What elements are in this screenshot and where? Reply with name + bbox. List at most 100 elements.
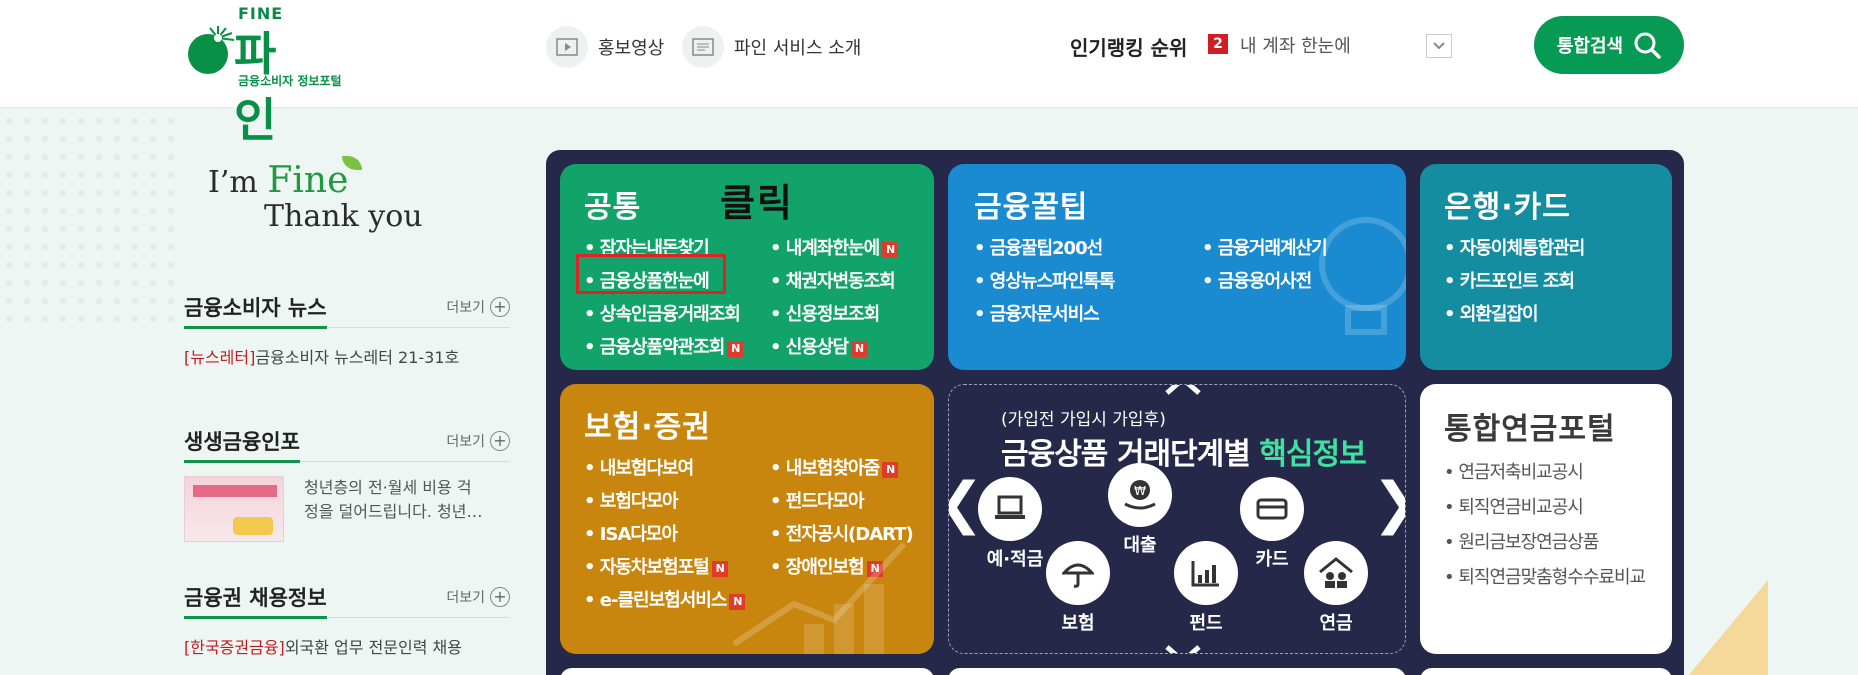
link-dormant-money[interactable]: • 잠자는내돈찾기 [584, 238, 710, 259]
svg-text:₩: ₩ [1134, 484, 1146, 498]
link-inheritance-inquiry[interactable]: • 상속인금융거래조회 [584, 304, 741, 325]
link-pension-savings[interactable]: • 연금저축비교공시 [1444, 462, 1584, 483]
link-retirement-pension[interactable]: • 퇴직연금비교공시 [1444, 497, 1584, 518]
jobs-text: 외국환 업무 전문인력 채용 [284, 638, 462, 657]
news-text: 금융소비자 뉴스레터 21-31호 [255, 348, 460, 367]
link-card-points[interactable]: • 카드포인트 조회 [1444, 271, 1575, 292]
lightbulb-icon [1319, 217, 1406, 335]
link-fund-compare[interactable]: • 펀드다모아 [770, 491, 865, 512]
jobs-title: 금융권 채용정보 [184, 582, 327, 619]
next-row-card [560, 668, 934, 675]
jobs-more-button[interactable]: 더보기 + [446, 587, 510, 607]
consumer-news-section: 금융소비자 뉴스 더보기+ [뉴스레터]금융소비자 뉴스레터 21-31호 [184, 288, 510, 368]
link-guaranteed-products[interactable]: • 원리금보장연금상품 [1444, 532, 1599, 553]
play-icon [546, 26, 588, 68]
ranking-title: 인기랭킹 순위 [1070, 36, 1188, 60]
bar-chart-icon [1174, 541, 1238, 605]
step-loan[interactable]: ₩ 대출 [1095, 463, 1185, 557]
new-badge: N [711, 561, 728, 577]
link-glossary[interactable]: • 금융용어사전 [1202, 271, 1312, 292]
plus-icon: + [490, 587, 510, 607]
credit-card-icon [1240, 477, 1304, 541]
plus-icon: + [490, 297, 510, 317]
news-tag: [뉴스레터] [184, 348, 256, 367]
step-insurance-label: 보험 [1061, 613, 1095, 634]
ranking-number-badge: 2 [1208, 34, 1228, 54]
link-creditor-change[interactable]: • 채권자변동조회 [770, 271, 896, 292]
leaf-icon [342, 156, 362, 170]
logo-main-text: 파 인 [234, 27, 287, 147]
card-transaction-stages: (가입전 가입시 가입후) 금융상품 거래단계별 핵심정보 ❮ ❯ 예·적금 ₩… [948, 384, 1406, 654]
link-my-insurance[interactable]: • 내보험다보여 [584, 458, 694, 479]
step-card[interactable]: 카드 [1227, 477, 1317, 571]
link-custom-fee-compare[interactable]: • 퇴직연금맞춤형수수료비교 [1444, 567, 1646, 588]
nav-promo-video[interactable]: 홍보영상 [546, 26, 664, 68]
more-label: 더보기 [446, 300, 485, 316]
new-badge: N [729, 594, 746, 610]
card-tips-title: 금융꿀팁 [974, 190, 1089, 225]
document-icon [682, 26, 724, 68]
chevron-down-icon [1433, 42, 1445, 50]
link-credit-info[interactable]: • 신용정보조회 [770, 304, 880, 325]
consumer-news-more-button[interactable]: 더보기 + [446, 297, 510, 317]
next-row-card [1420, 668, 1672, 675]
new-badge: N [882, 242, 899, 258]
step-insurance[interactable]: 보험 [1033, 541, 1123, 635]
house-people-icon [1304, 541, 1368, 605]
link-calculator[interactable]: • 금융거래계산기 [1202, 238, 1328, 259]
site-header: FINE 파 인 금융소비자 정보포털 홍보영상 파인 서비스 소개 인기랭킹 … [0, 0, 1858, 147]
more-label: 더보기 [446, 590, 485, 606]
step-fund-label: 펀드 [1189, 613, 1223, 634]
link-video-news[interactable]: • 영상뉴스파인톡톡 [974, 271, 1115, 292]
chevron-up-icon[interactable] [1163, 384, 1203, 395]
finance-info-title: 생생금융인포 [184, 426, 300, 463]
link-dart[interactable]: • 전자공시(DART) [770, 524, 914, 545]
link-isa-compare[interactable]: • ISA다모아 [584, 524, 678, 545]
finance-info-more-button[interactable]: 더보기+ [446, 431, 510, 451]
link-financial-products[interactable]: • 금융상품한눈에 [584, 271, 710, 292]
integrated-search-button[interactable]: 통합검색 [1534, 16, 1684, 74]
step-fund[interactable]: 펀드 [1161, 541, 1251, 635]
highlight-box [576, 254, 726, 294]
next-arrow-icon[interactable]: ❯ [1372, 471, 1405, 536]
jobs-item[interactable]: [한국증권금융]외국환 업무 전문인력 채용 [184, 634, 510, 658]
chevron-down-icon[interactable] [1163, 645, 1203, 654]
fine-logo[interactable]: FINE 파 인 금융소비자 정보포털 [184, 4, 354, 147]
link-advisory[interactable]: • 금융자문서비스 [974, 304, 1100, 325]
link-insurance-compare[interactable]: • 보험다모아 [584, 491, 679, 512]
paper-plane-decoration [1688, 580, 1768, 675]
logo-top-text: FINE [238, 4, 284, 23]
card-pension: 통합연금포털 • 연금저축비교공시 • 퇴직연금비교공시 • 원리금보장연금상품… [1420, 384, 1672, 654]
logo-mark-icon [188, 26, 235, 74]
nav-promo-video-label: 홍보영상 [598, 38, 665, 59]
background-dots [0, 112, 180, 332]
link-tips-200[interactable]: • 금융꿀팁200선 [974, 238, 1103, 259]
step-pension[interactable]: 연금 [1291, 541, 1381, 635]
card-bank: 은행·카드 • 자동이체통합관리 • 카드포인트 조회 • 외환길잡이 [1420, 164, 1672, 370]
step-pension-label: 연금 [1319, 613, 1353, 634]
greeting-im: I’m [208, 165, 258, 200]
consumer-news-item[interactable]: [뉴스레터]금융소비자 뉴스레터 21-31호 [184, 344, 510, 368]
link-fx-guide[interactable]: • 외환길잡이 [1444, 304, 1539, 325]
logo-sub-text: 금융소비자 정보포털 [238, 74, 342, 88]
step-deposit[interactable]: 예·적금 [965, 477, 1055, 571]
ranking-item-link[interactable]: 내 계좌 한눈에 [1240, 36, 1351, 57]
greeting-fine: Fine [267, 160, 349, 201]
card-pension-title: 통합연금포털 [1444, 412, 1616, 447]
umbrella-icon [1046, 541, 1110, 605]
jobs-section: 금융권 채용정보 더보기 + [한국증권금융]외국환 업무 전문인력 채용 [184, 578, 510, 658]
nav-service-intro[interactable]: 파인 서비스 소개 [682, 26, 861, 68]
search-icon [1634, 32, 1661, 59]
finance-info-item[interactable]: 청년층의 전·월세 비용 걱정을 덜어드립니다. 청년… [184, 476, 510, 542]
ranking-dropdown-button[interactable] [1426, 34, 1452, 58]
link-auto-transfer[interactable]: • 자동이체통합관리 [1444, 238, 1585, 259]
